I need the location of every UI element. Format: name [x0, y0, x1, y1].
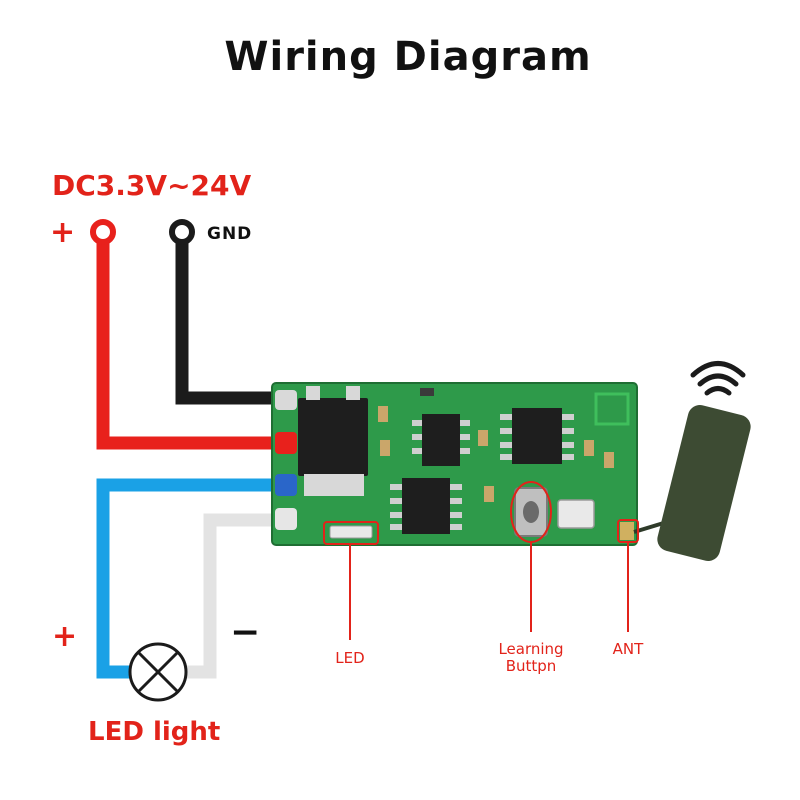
- terminal-pad-led-neg: [275, 508, 297, 530]
- positive-terminal: [90, 219, 116, 245]
- voltage-label: DC3.3V~24V: [52, 169, 251, 202]
- led-callout-label: LED: [335, 649, 364, 667]
- wireless-signal-icon: [690, 361, 746, 396]
- onboard-led: [329, 525, 373, 539]
- ground-wire: [175, 238, 292, 405]
- learning-button-cap[interactable]: [523, 501, 539, 523]
- lamp-icon: [128, 642, 188, 702]
- terminal-pad-gnd: [275, 390, 297, 410]
- load-positive-sign: +: [52, 619, 77, 654]
- load-negative-sign: −: [230, 612, 260, 653]
- learning-callout-label-2: Buttpn: [506, 657, 557, 675]
- diagram-title: Wiring Diagram: [224, 34, 591, 80]
- ic-chip-3: [402, 478, 450, 534]
- terminal-pad-vcc: [275, 432, 297, 454]
- gnd-terminal: [169, 219, 195, 245]
- led-light-label: LED light: [88, 717, 220, 747]
- antenna-coil: [633, 405, 751, 561]
- terminal-pad-led-pos: [275, 474, 297, 496]
- ic-chip-1: [422, 414, 460, 466]
- antenna-pad: [620, 522, 634, 540]
- led-negative-wire: [185, 513, 292, 679]
- ic-chip-2: [512, 408, 562, 464]
- power-positive-sign: +: [50, 215, 75, 250]
- led-positive-wire: [96, 478, 292, 679]
- crystal-oscillator: [557, 499, 595, 529]
- gnd-label: GND: [207, 224, 252, 244]
- learning-callout-label-1: Learning: [498, 640, 563, 658]
- receiver-pcb: [271, 382, 638, 546]
- regulator-tab: [304, 474, 364, 496]
- ant-callout-label: ANT: [613, 640, 644, 658]
- positive-wire: [96, 238, 292, 450]
- regulator-chip: [298, 398, 368, 476]
